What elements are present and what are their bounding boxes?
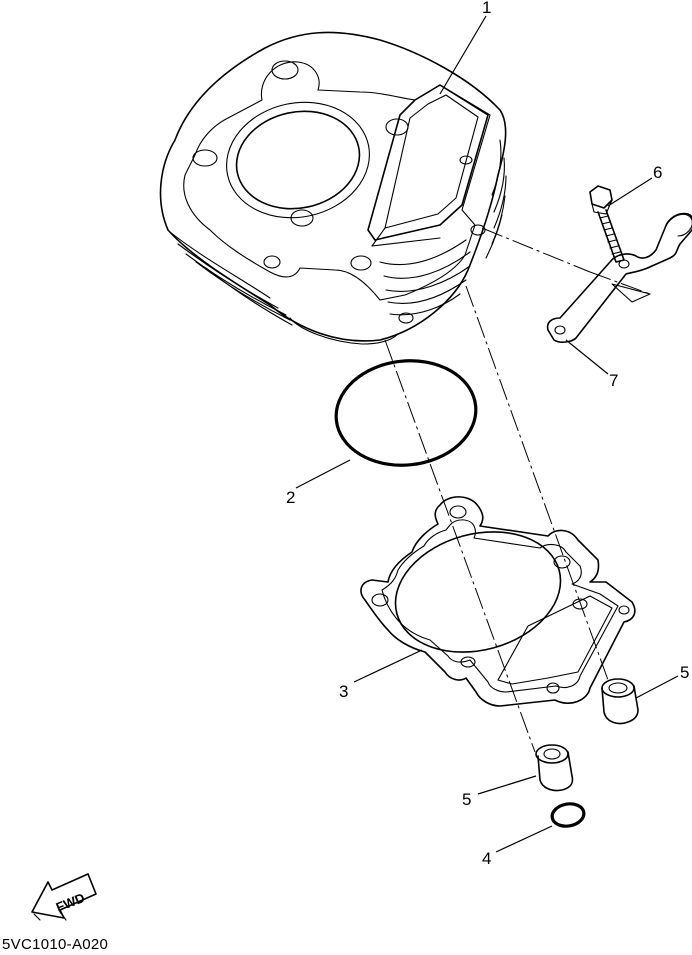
callout-cylinder-gasket: 3 (339, 682, 348, 701)
callout-bolt: 6 (653, 163, 662, 182)
cylinder (159, 31, 507, 345)
callout-oil-pipe-stay: 7 (609, 371, 618, 390)
fwd-label: FWD (54, 890, 87, 915)
o-ring-small (550, 802, 586, 828)
callout-cylinder: 1 (482, 0, 491, 17)
dowel-pin-front (535, 744, 574, 792)
callout-dowel-pin-front: 5 (462, 790, 471, 809)
bolt (589, 185, 625, 263)
assembly-center-lines (384, 227, 651, 753)
dowel-pin-rear (601, 678, 639, 725)
fwd-arrow-icon: FWD (31, 873, 97, 921)
leader-lines (295, 15, 679, 853)
callout-o-ring-small: 4 (482, 849, 491, 868)
callout-o-ring-large: 2 (286, 488, 295, 507)
oil-pipe-stay (546, 212, 692, 343)
callout-dowel-pin-rear: 5 (680, 663, 689, 682)
o-ring-large (334, 359, 478, 467)
catalog-code: 5VC1010-A020 (2, 936, 109, 953)
cylinder-gasket (360, 496, 636, 707)
